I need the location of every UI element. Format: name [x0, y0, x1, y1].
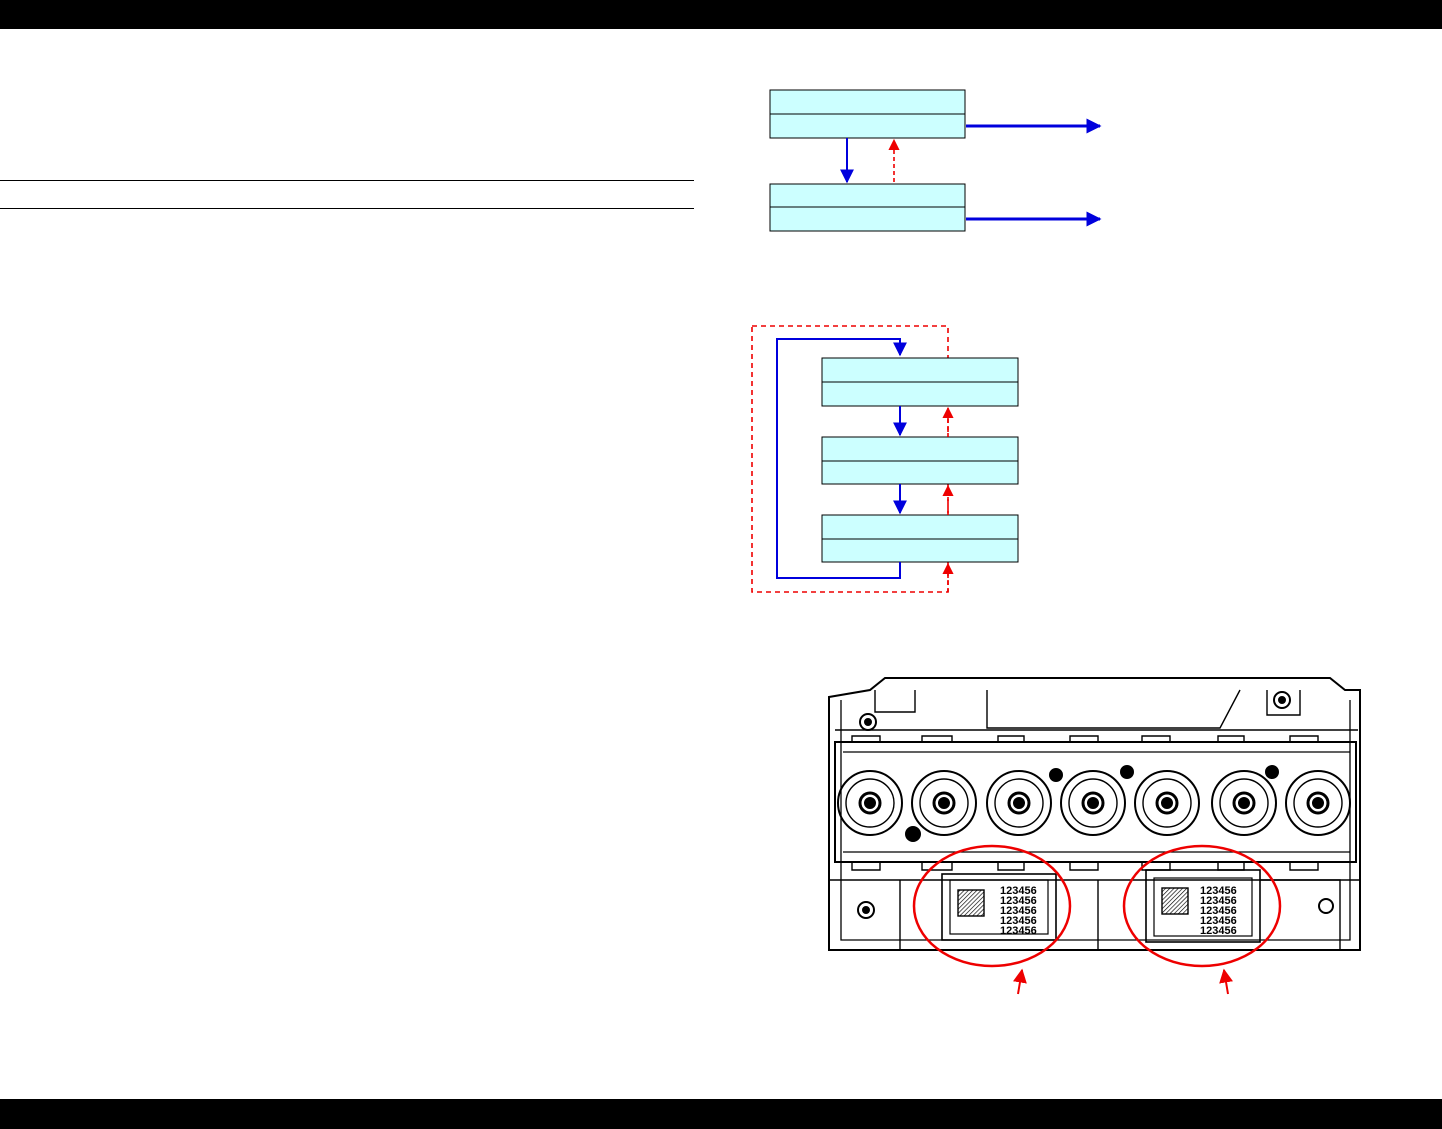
ink-needle-2 [911, 770, 977, 836]
flow-box-1 [769, 89, 966, 139]
print-head-illustration [828, 677, 1361, 951]
loop-box-2 [821, 436, 1019, 485]
label-digits-right: 123456 123456 123456 123456 123456 [1200, 885, 1237, 937]
head-id-label-right [1145, 869, 1261, 943]
highlight-ring-right [1122, 844, 1282, 968]
label-left-line-3: 123456 [1000, 905, 1037, 917]
top-black-bar [0, 0, 1442, 29]
label-left-line-5: 123456 [1000, 925, 1037, 937]
ink-needle-5 [1134, 770, 1200, 836]
highlight-ring-left [912, 844, 1072, 968]
loop-box-3 [821, 514, 1019, 563]
label-left-line-4: 123456 [1000, 915, 1037, 927]
bottom-black-bar [0, 1099, 1442, 1129]
loop-return-line [776, 338, 907, 579]
table-rule-top [0, 180, 694, 181]
pointer-arrow-right [1219, 968, 1233, 995]
label-left-line-2: 123456 [1000, 895, 1037, 907]
flow-box-2 [769, 183, 966, 232]
label-digits-left: 123456 123456 123456 123456 123456 [1000, 885, 1037, 937]
label-right-line-5: 123456 [1200, 925, 1237, 937]
pointer-arrow-left [1013, 968, 1027, 995]
label-right-line-1: 123456 [1200, 885, 1237, 897]
loop-box-1 [821, 357, 1019, 407]
ink-needle-1 [837, 770, 903, 836]
ink-needle-7 [1285, 770, 1351, 836]
print-head-outline [828, 677, 1361, 951]
flow-diagram-loop [751, 325, 1019, 593]
flow-diagram-two-stage [769, 89, 1102, 232]
head-id-label-left [941, 873, 1057, 941]
table-rule-bottom [0, 208, 694, 209]
ink-needle-3 [986, 770, 1052, 836]
label-right-line-4: 123456 [1200, 915, 1237, 927]
label-right-line-2: 123456 [1200, 895, 1237, 907]
label-left-line-1: 123456 [1000, 885, 1037, 897]
ink-needle-4 [1060, 770, 1126, 836]
ink-needle-6 [1211, 770, 1277, 836]
label-right-line-3: 123456 [1200, 905, 1237, 917]
